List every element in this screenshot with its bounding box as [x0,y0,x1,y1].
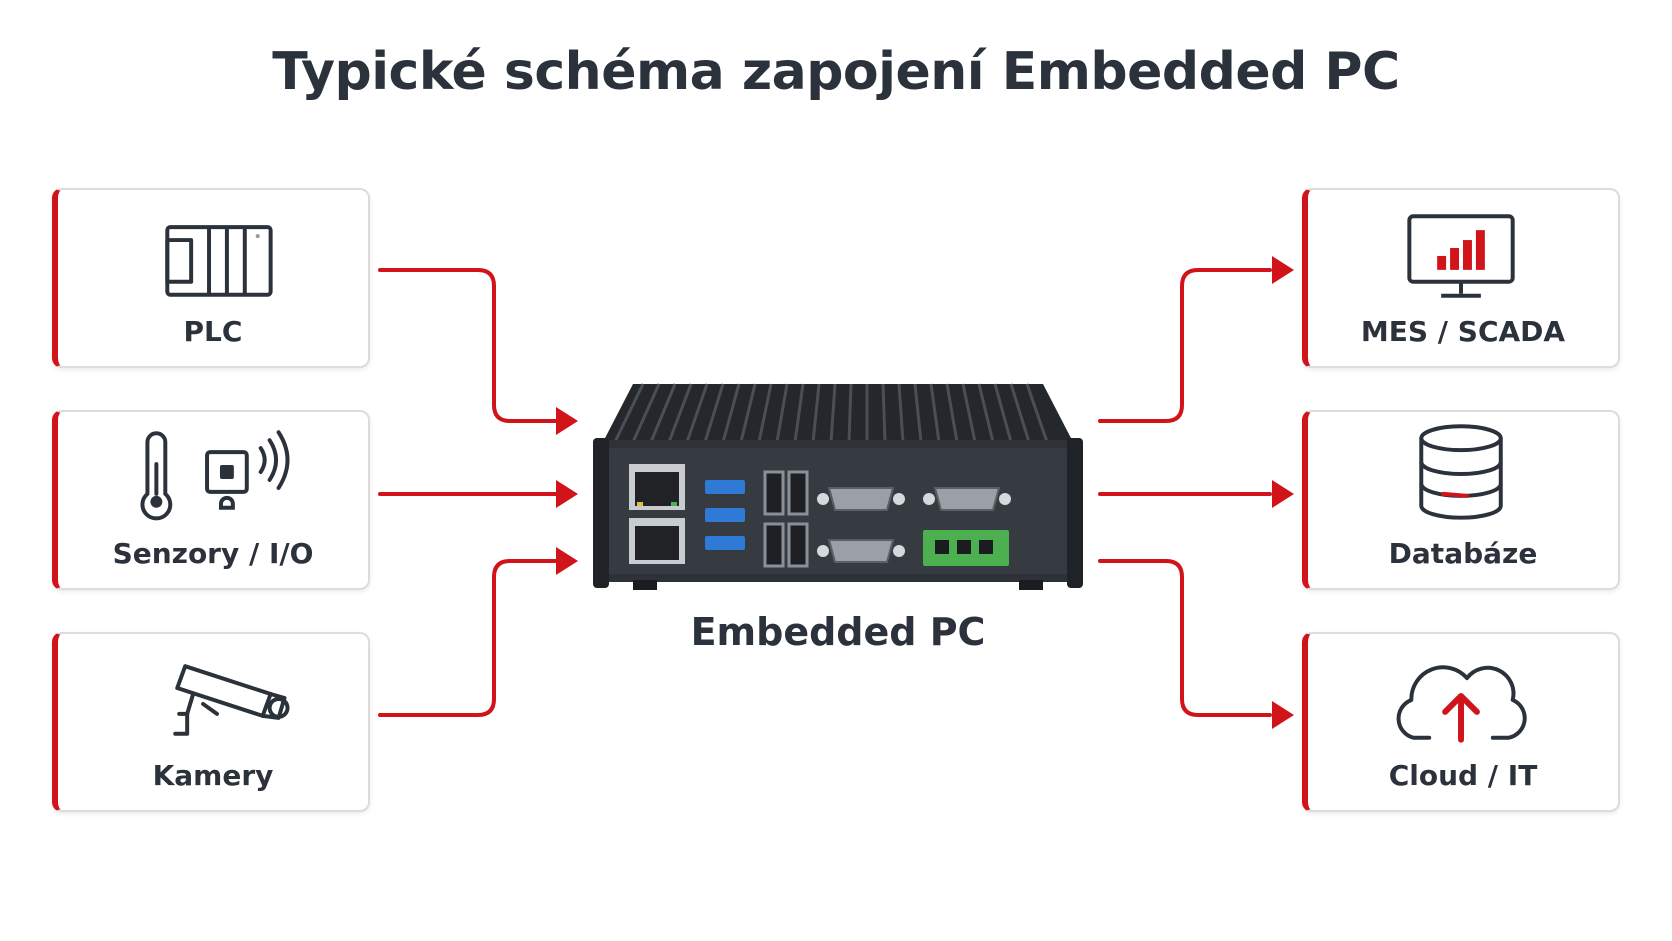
card-label: Senzory / I/O [112,537,314,570]
wire-mes [1098,268,1272,423]
bar-chart-icon [1437,230,1485,270]
arrowhead-sensors [556,480,578,508]
wire-cameras [378,559,572,717]
database-icon [1419,424,1503,520]
arrowhead-mes [1272,256,1294,284]
embedded-pc-device [593,383,1083,590]
thermometer-icon [140,431,173,521]
monitor-chart-icon [1407,214,1515,298]
sensor-io-icon [140,430,290,521]
output-card-database: Databáze [1302,410,1620,590]
arrowhead-db [1272,480,1294,508]
input-card-plc: PLC [52,188,370,368]
card-label: Kamery [152,759,274,792]
card-label: MES / SCADA [1360,315,1566,348]
arrowhead-cloud [1272,701,1294,729]
sensor-icon [205,450,249,494]
heatsink-fins [603,383,1073,443]
wireless-icon [258,446,267,474]
wire-cloud [1098,559,1272,717]
usb-a-ports [763,470,809,568]
cloud-upload-icon [1396,665,1527,743]
usb-ports [705,480,745,550]
embedded-pc-label: Embedded PC [690,610,986,654]
input-card-cameras: Kamery [52,632,370,812]
arrowhead-plc [556,407,578,435]
upload-arrow-icon [1442,693,1480,743]
wire-plc [378,268,572,423]
output-card-cloud: Cloud / IT [1302,632,1620,812]
diagram-title: Typické schéma zapojení Embedded PC [272,42,1400,102]
arrowhead-cameras [556,547,578,575]
serial-ports [827,487,1001,563]
ethernet-ports [629,464,685,564]
card-label: Databáze [1388,537,1538,570]
input-card-sensors: Senzory / I/O [52,410,370,590]
card-label: PLC [183,315,243,348]
plc-icon [165,225,273,297]
output-card-mes: MES / SCADA [1302,188,1620,368]
terminal-block [923,530,1009,566]
camera-icon [173,664,290,736]
card-label: Cloud / IT [1388,759,1538,792]
